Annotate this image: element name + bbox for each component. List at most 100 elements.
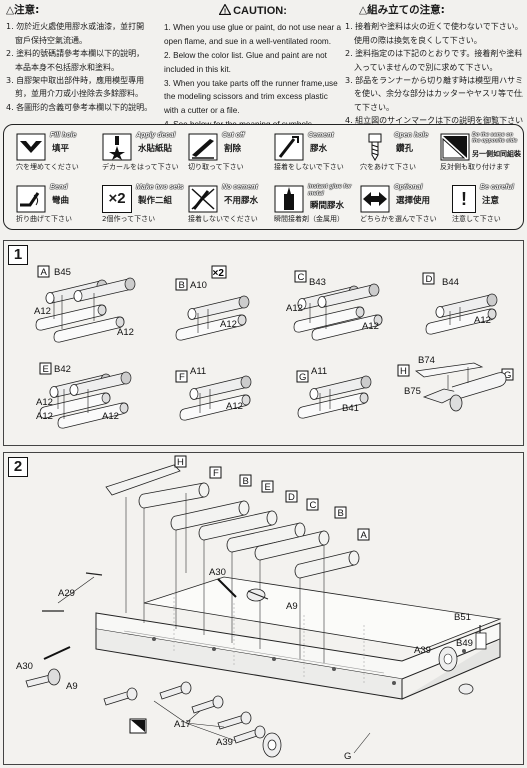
part-label: B74 — [418, 355, 435, 366]
caution-zh-line: 4. 各圖形的含義可參考本欄以下的說明。 — [6, 102, 153, 112]
caution-jp-line: 使用の際は換気を良くして下さい。 — [354, 35, 482, 45]
step-1-panel: 1 A B45 A12 A12 B — [3, 240, 524, 446]
legend-en: No cement — [222, 184, 258, 191]
legend-zh: 不用膠水 — [224, 196, 259, 206]
part-label: A12 — [226, 401, 243, 412]
part-label: A11 — [311, 366, 327, 377]
part-label: B51 — [454, 612, 471, 623]
part-label: A9 — [66, 681, 78, 692]
legend-en: Be careful — [480, 184, 514, 191]
legend-zh: 水貼紙貼 — [138, 144, 173, 154]
symbol-legend: Fill hole 填平 穴を埋めてください Apply decal 水貼紙貼 … — [3, 124, 524, 230]
part-label: A12 — [36, 397, 53, 408]
box-label-a: A — [361, 530, 368, 541]
caution-jp-line: 1. 接着剤や塗料は火の近くで使わないで下さい。又 — [345, 22, 523, 32]
box-label-b: B — [179, 280, 185, 291]
box-label-g: G — [299, 372, 306, 383]
part-label: A30 — [16, 661, 33, 672]
caution-zh-title: △注意: — [6, 4, 40, 16]
part-label: A39 — [414, 645, 431, 656]
optional-icon — [360, 185, 390, 213]
caution-jp-line: 入っていませんので別に求めて下さい。 — [354, 62, 498, 72]
legend-jp: どちらかを選んで下さい — [360, 215, 437, 223]
legend-en: Apply decal — [136, 132, 176, 139]
legend-jp: 接着しないでください — [188, 215, 258, 223]
caution-en-item: 3. When you take parts off the runner fr… — [164, 79, 338, 115]
caution-en-item: 2. Below the color list. Glue and paint … — [164, 51, 327, 74]
box-label-a: A — [41, 267, 48, 278]
legend-jp: 反対側も取り付けます — [440, 163, 510, 171]
bottom-axles — [103, 681, 282, 758]
caution-en-title-text: CAUTION: — [233, 5, 287, 17]
legend-en: Open hole — [394, 132, 429, 139]
part-label: B49 — [456, 638, 473, 649]
apply-decal-icon — [102, 133, 132, 161]
legend-en: Fill hole — [50, 132, 77, 139]
legend-fill-hole: Fill hole 填平 穴を埋めてください — [8, 131, 94, 175]
part-label: A17 — [174, 719, 191, 730]
chassis-frame — [95, 576, 502, 700]
top-rollers — [105, 464, 360, 579]
box-label-h: H — [400, 366, 407, 377]
box-label-d: D — [426, 274, 433, 285]
legend-optional: Optional 選擇使用 どちらかを選んで下さい — [352, 183, 438, 227]
cement-icon — [274, 133, 304, 161]
part-a30-a9-lower: A30 A9 — [16, 646, 78, 692]
legend-open-hole: Open hole 鑽孔 穴をあけて下さい — [352, 131, 438, 175]
step-number: 2 — [8, 457, 28, 477]
legend-en: Make two sets — [136, 184, 184, 191]
part-label: A12 — [34, 306, 51, 317]
caution-en-item: 1. When you use glue or paint, do not us… — [164, 23, 342, 46]
step-2-diagram: H F B E D C B A A30 A9 A29 A30 — [16, 455, 502, 762]
box-label-b: B — [243, 476, 249, 487]
alignment-lines — [125, 493, 325, 663]
sub-assembly-d: D B44 A12 — [422, 272, 498, 335]
caution-jp-line: 2. 塗料指定のは下記のとおりです。接着剤や塗料は — [345, 49, 523, 59]
caution-jp-line: 3. 部品をランナーから切り離す時は模型用ハサミ等 — [345, 76, 523, 86]
sub-assembly-f: F A11 A12 — [175, 366, 252, 421]
legend-same-opposite: Do the same on the opposite side 另一側如同組裝… — [438, 131, 522, 175]
a17-callouts — [153, 700, 237, 742]
legend-zh: 選擇使用 — [396, 196, 431, 206]
step-1-diagram: A B45 A12 A12 B ×2 A10 A12 C B43 — [34, 265, 514, 429]
legend-en: Optional — [394, 184, 423, 191]
bend-icon — [16, 185, 46, 213]
sub-assembly-b: B ×2 A10 A12 — [175, 265, 250, 341]
sub-assembly-g: G A11 B41 — [296, 366, 372, 419]
legend-bend: Bend 彎曲 折り曲げて下さい — [8, 183, 94, 227]
legend-zh: 瞬間膠水 — [310, 201, 345, 211]
legend-jp: 折り曲げて下さい — [16, 215, 72, 223]
legend-en: Instant glue for metal — [308, 184, 352, 197]
legend-instant-glue: Instant glue for metal 瞬間膠水 瞬間接着剤（金属用） — [266, 183, 352, 227]
same-opposite-icon — [440, 133, 470, 161]
part-label: A12 — [117, 327, 134, 338]
legend-zh: 製作二組 — [138, 196, 173, 206]
legend-zh: 填平 — [52, 144, 70, 154]
box-label-e: E — [43, 364, 49, 375]
part-label: B75 — [404, 386, 421, 397]
box-label-b: B — [338, 508, 344, 519]
x2-badge: ×2 — [213, 268, 225, 279]
part-label: A12 — [474, 315, 491, 326]
step-2-box-labels: H F B E D C B A — [174, 455, 370, 541]
part-label: B42 — [54, 364, 71, 375]
legend-zh: 彎曲 — [52, 196, 70, 206]
legend-cement: Cement 膠水 接着をしないで下さい — [266, 131, 352, 175]
legend-zh: 另一側如同組裝 — [472, 150, 521, 158]
legend-jp: 注意して下さい — [452, 215, 501, 223]
legend-jp: 瞬間接着剤（金属用） — [274, 215, 344, 223]
instant-glue-icon — [274, 185, 304, 213]
caution-zh-line: 剪，並用介刀或小挫除去多餘膠料。 — [15, 89, 143, 99]
legend-be-careful: ! Be careful 注意 注意して下さい — [438, 183, 522, 227]
part-label: A29 — [58, 588, 75, 599]
box-label-g: G — [504, 370, 511, 381]
sub-assembly-c: C B43 A12 A12 — [286, 270, 383, 341]
caution-chinese: △注意: 1. 勿於近火處使用膠水或油漆，並打開 窗戶保持空氣流通。 2. 塗料… — [6, 4, 158, 114]
box-label-c: C — [298, 272, 305, 283]
open-hole-icon — [368, 133, 382, 161]
caution-zh-line: 窗戶保持空氣流通。 — [15, 35, 87, 45]
caution-japanese: △組み立ての注意: 1. 接着剤や塗料は火の近くで使わないで下さい。又 使用の際… — [345, 4, 523, 128]
legend-en: Cement — [308, 132, 334, 139]
part-label: A12 — [220, 319, 237, 330]
part-label: B44 — [442, 277, 459, 288]
